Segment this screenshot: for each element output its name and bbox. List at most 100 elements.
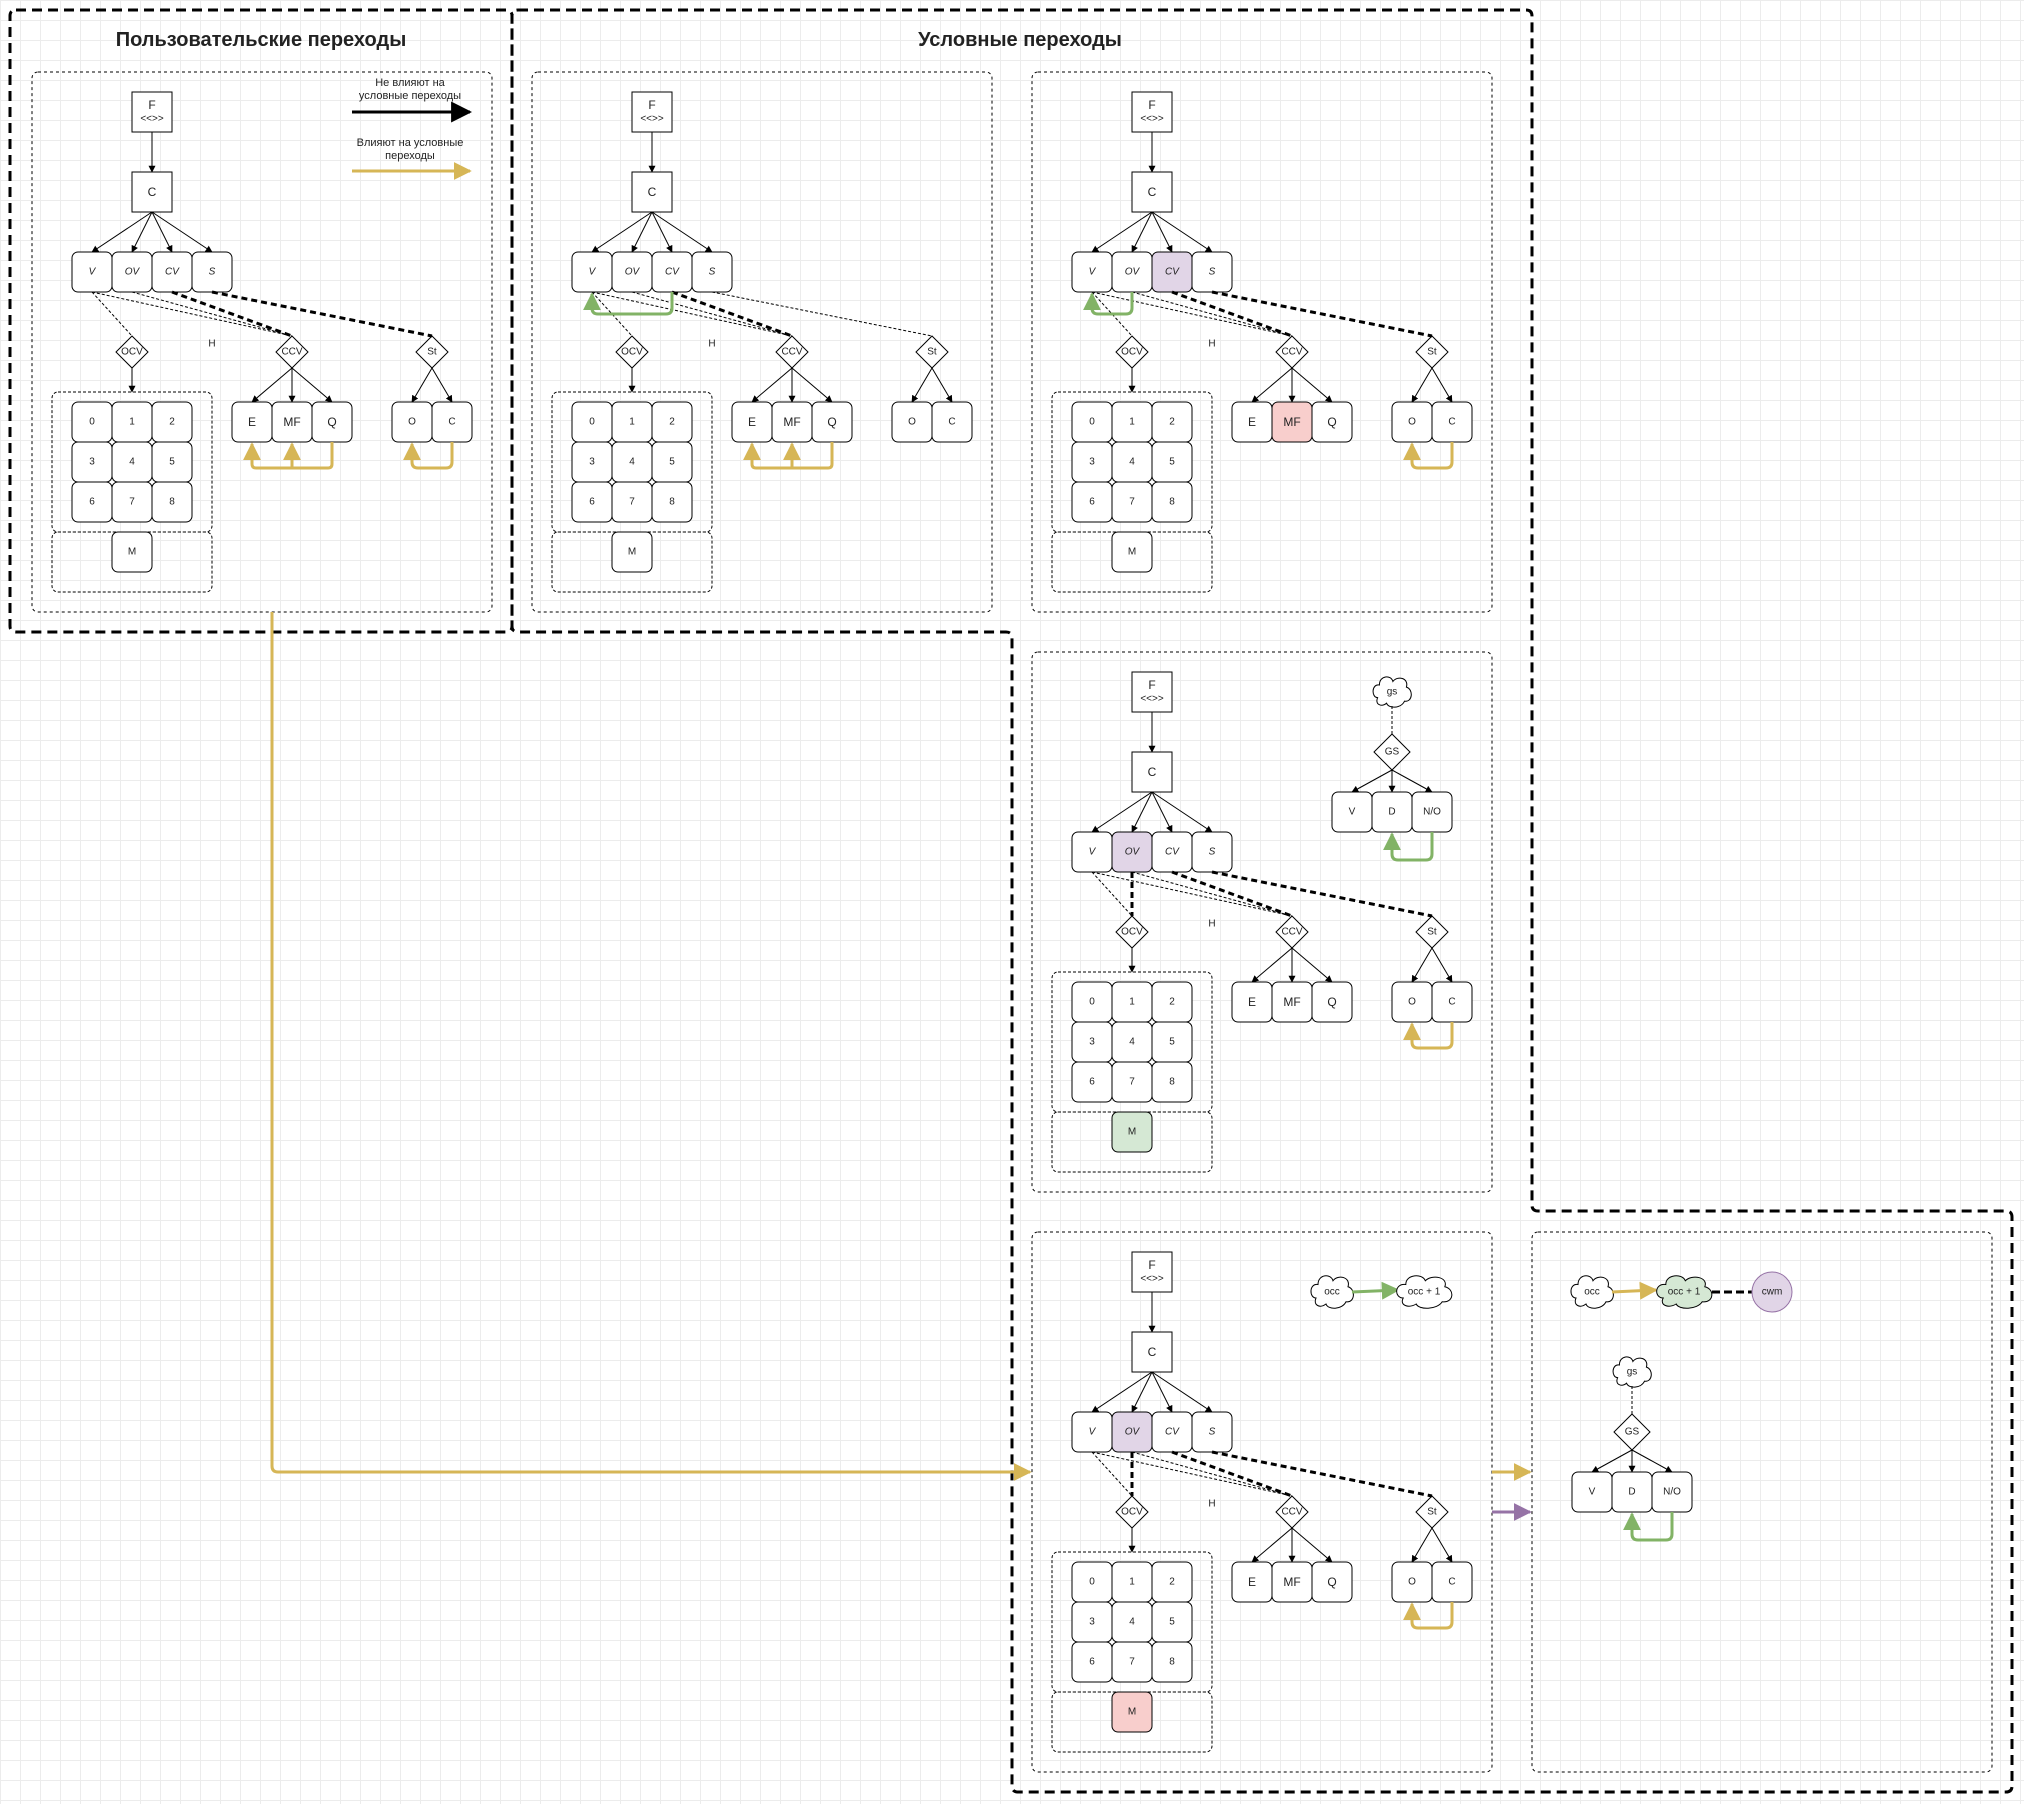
c-to-s-node-arrow <box>1151 791 1213 833</box>
digit-key-label: 1 <box>1129 417 1135 428</box>
legend-line: Не влияют на <box>375 77 445 89</box>
o-node-label: O <box>1408 1577 1416 1588</box>
occ-plus-one-label: occ + 1 <box>1408 1287 1441 1298</box>
gs-d-node-label: D <box>1628 1487 1635 1498</box>
cwm-label: cwm <box>1762 1287 1783 1298</box>
green-return-loop <box>583 292 674 316</box>
v-to-ccv-link <box>1091 1451 1293 1497</box>
st-to-close-node-arrow <box>431 367 453 403</box>
e-node-label: E <box>1248 415 1256 429</box>
digit-key-label: 7 <box>629 497 635 508</box>
c-node-label: C <box>1148 1345 1157 1359</box>
st-to-close-node-arrow <box>1431 947 1453 983</box>
digit-key-label: 2 <box>669 417 675 428</box>
ccv-label: CCV <box>781 347 802 358</box>
v-to-ccv-link <box>1091 871 1293 917</box>
f-node <box>1131 671 1173 713</box>
digit-key-label: 1 <box>129 417 135 428</box>
e-node-label: E <box>248 415 256 429</box>
ov-node-label: OV <box>1125 1427 1141 1438</box>
v-to-ccv-link <box>91 291 293 337</box>
gs-to-gs-v-node-arrow <box>1351 769 1393 793</box>
c-to-v-node-arrow <box>591 211 653 253</box>
digit-key-label: 6 <box>1089 1077 1095 1088</box>
f-node-label: F <box>1148 1258 1155 1272</box>
occ-cloud-label: occ <box>1584 1287 1600 1298</box>
ccv-to-q-node-arrow <box>291 367 333 403</box>
digit-key <box>1151 481 1193 523</box>
c-to-v-node-arrow <box>1091 1371 1153 1413</box>
c-to-s-node-arrow <box>151 211 213 253</box>
gs-cloud-label: gs <box>1387 687 1398 698</box>
st-to-o-node-arrow <box>1411 947 1433 983</box>
st-to-o-node-arrow <box>911 367 933 403</box>
occ-yellow-arrow <box>1611 1281 1658 1300</box>
v-to-ocv-link <box>91 291 133 337</box>
gs-to-gs-no-node-arrow <box>1391 769 1433 793</box>
q-node-label: Q <box>1327 415 1336 429</box>
gs-cloud <box>1372 676 1412 708</box>
ccv-to-e-node-arrow <box>751 367 793 403</box>
q-node-label: Q <box>827 415 836 429</box>
ov-to-ccv-link <box>1131 291 1293 337</box>
occ-plus-one-label: occ + 1 <box>1668 1287 1701 1298</box>
s-to-st-link <box>711 291 933 337</box>
m-node-label: M <box>1128 1707 1136 1718</box>
m-node <box>1111 531 1153 573</box>
mf-node-label: MF <box>283 415 300 429</box>
c-node <box>1131 171 1173 213</box>
digit-key-label: 3 <box>1089 457 1095 468</box>
conditional-transitions-title: Условные переходы <box>918 29 1122 51</box>
ccv-to-q-node-arrow <box>1291 367 1333 403</box>
keypad-group <box>1051 391 1213 533</box>
o-node-label: O <box>908 417 916 428</box>
ocv-label: OCV <box>1121 347 1143 358</box>
st-to-close-node-arrow <box>1431 367 1453 403</box>
cv-node-label: CV <box>1165 267 1180 278</box>
digit-key-label: 6 <box>89 497 95 508</box>
m-node-label: M <box>1128 1127 1136 1138</box>
ocv-label: OCV <box>1121 1507 1143 1518</box>
c-node-label: C <box>1148 765 1157 779</box>
panel-frame <box>1031 1231 1493 1773</box>
gs-no-node-label: N/O <box>1423 807 1441 818</box>
digit-key-label: 8 <box>1169 1657 1175 1668</box>
ccv-label: CCV <box>1281 927 1302 938</box>
s-to-st-link <box>1211 870 1433 918</box>
c-node <box>1131 751 1173 793</box>
f-node-label: F <box>1148 678 1155 692</box>
h-label: H <box>1208 339 1215 350</box>
ov-to-ccv-link <box>131 291 293 337</box>
f-node-sublabel: <<>> <box>640 114 664 125</box>
menu-group <box>51 531 213 593</box>
st-label: St <box>427 347 437 358</box>
st-yellow-loop <box>1403 1602 1454 1630</box>
m-node-label: M <box>128 547 136 558</box>
user-transitions-title: Пользовательские переходы <box>116 29 407 51</box>
cwm-node <box>1751 1271 1793 1313</box>
q-node-label: Q <box>1327 1575 1336 1589</box>
digit-key-label: 4 <box>629 457 635 468</box>
digit-key-label: 3 <box>589 457 595 468</box>
cv-to-ccv-link <box>171 290 293 338</box>
digit-key-label: 1 <box>1129 997 1135 1008</box>
s-to-st-link <box>211 290 433 338</box>
v-node-label: V <box>1089 847 1097 858</box>
st-label: St <box>1427 1507 1437 1518</box>
s-node-label: S <box>1209 267 1216 278</box>
keypad-group <box>1051 971 1213 1113</box>
digit-key-label: 0 <box>89 417 95 428</box>
digit-key-label: 8 <box>1169 497 1175 508</box>
occ-plus-one-cloud <box>1656 1275 1713 1309</box>
digit-key-label: 7 <box>1129 1077 1135 1088</box>
c-to-ov-node-arrow <box>1131 211 1153 253</box>
st-to-o-node-arrow <box>1411 1527 1433 1563</box>
ov-node-label: OV <box>1125 267 1141 278</box>
close-node-label: C <box>1448 997 1455 1008</box>
c-to-ov-node-arrow <box>1131 1371 1153 1413</box>
mf-node-label: MF <box>1283 995 1300 1009</box>
ccv-to-q-node-arrow <box>1291 947 1333 983</box>
